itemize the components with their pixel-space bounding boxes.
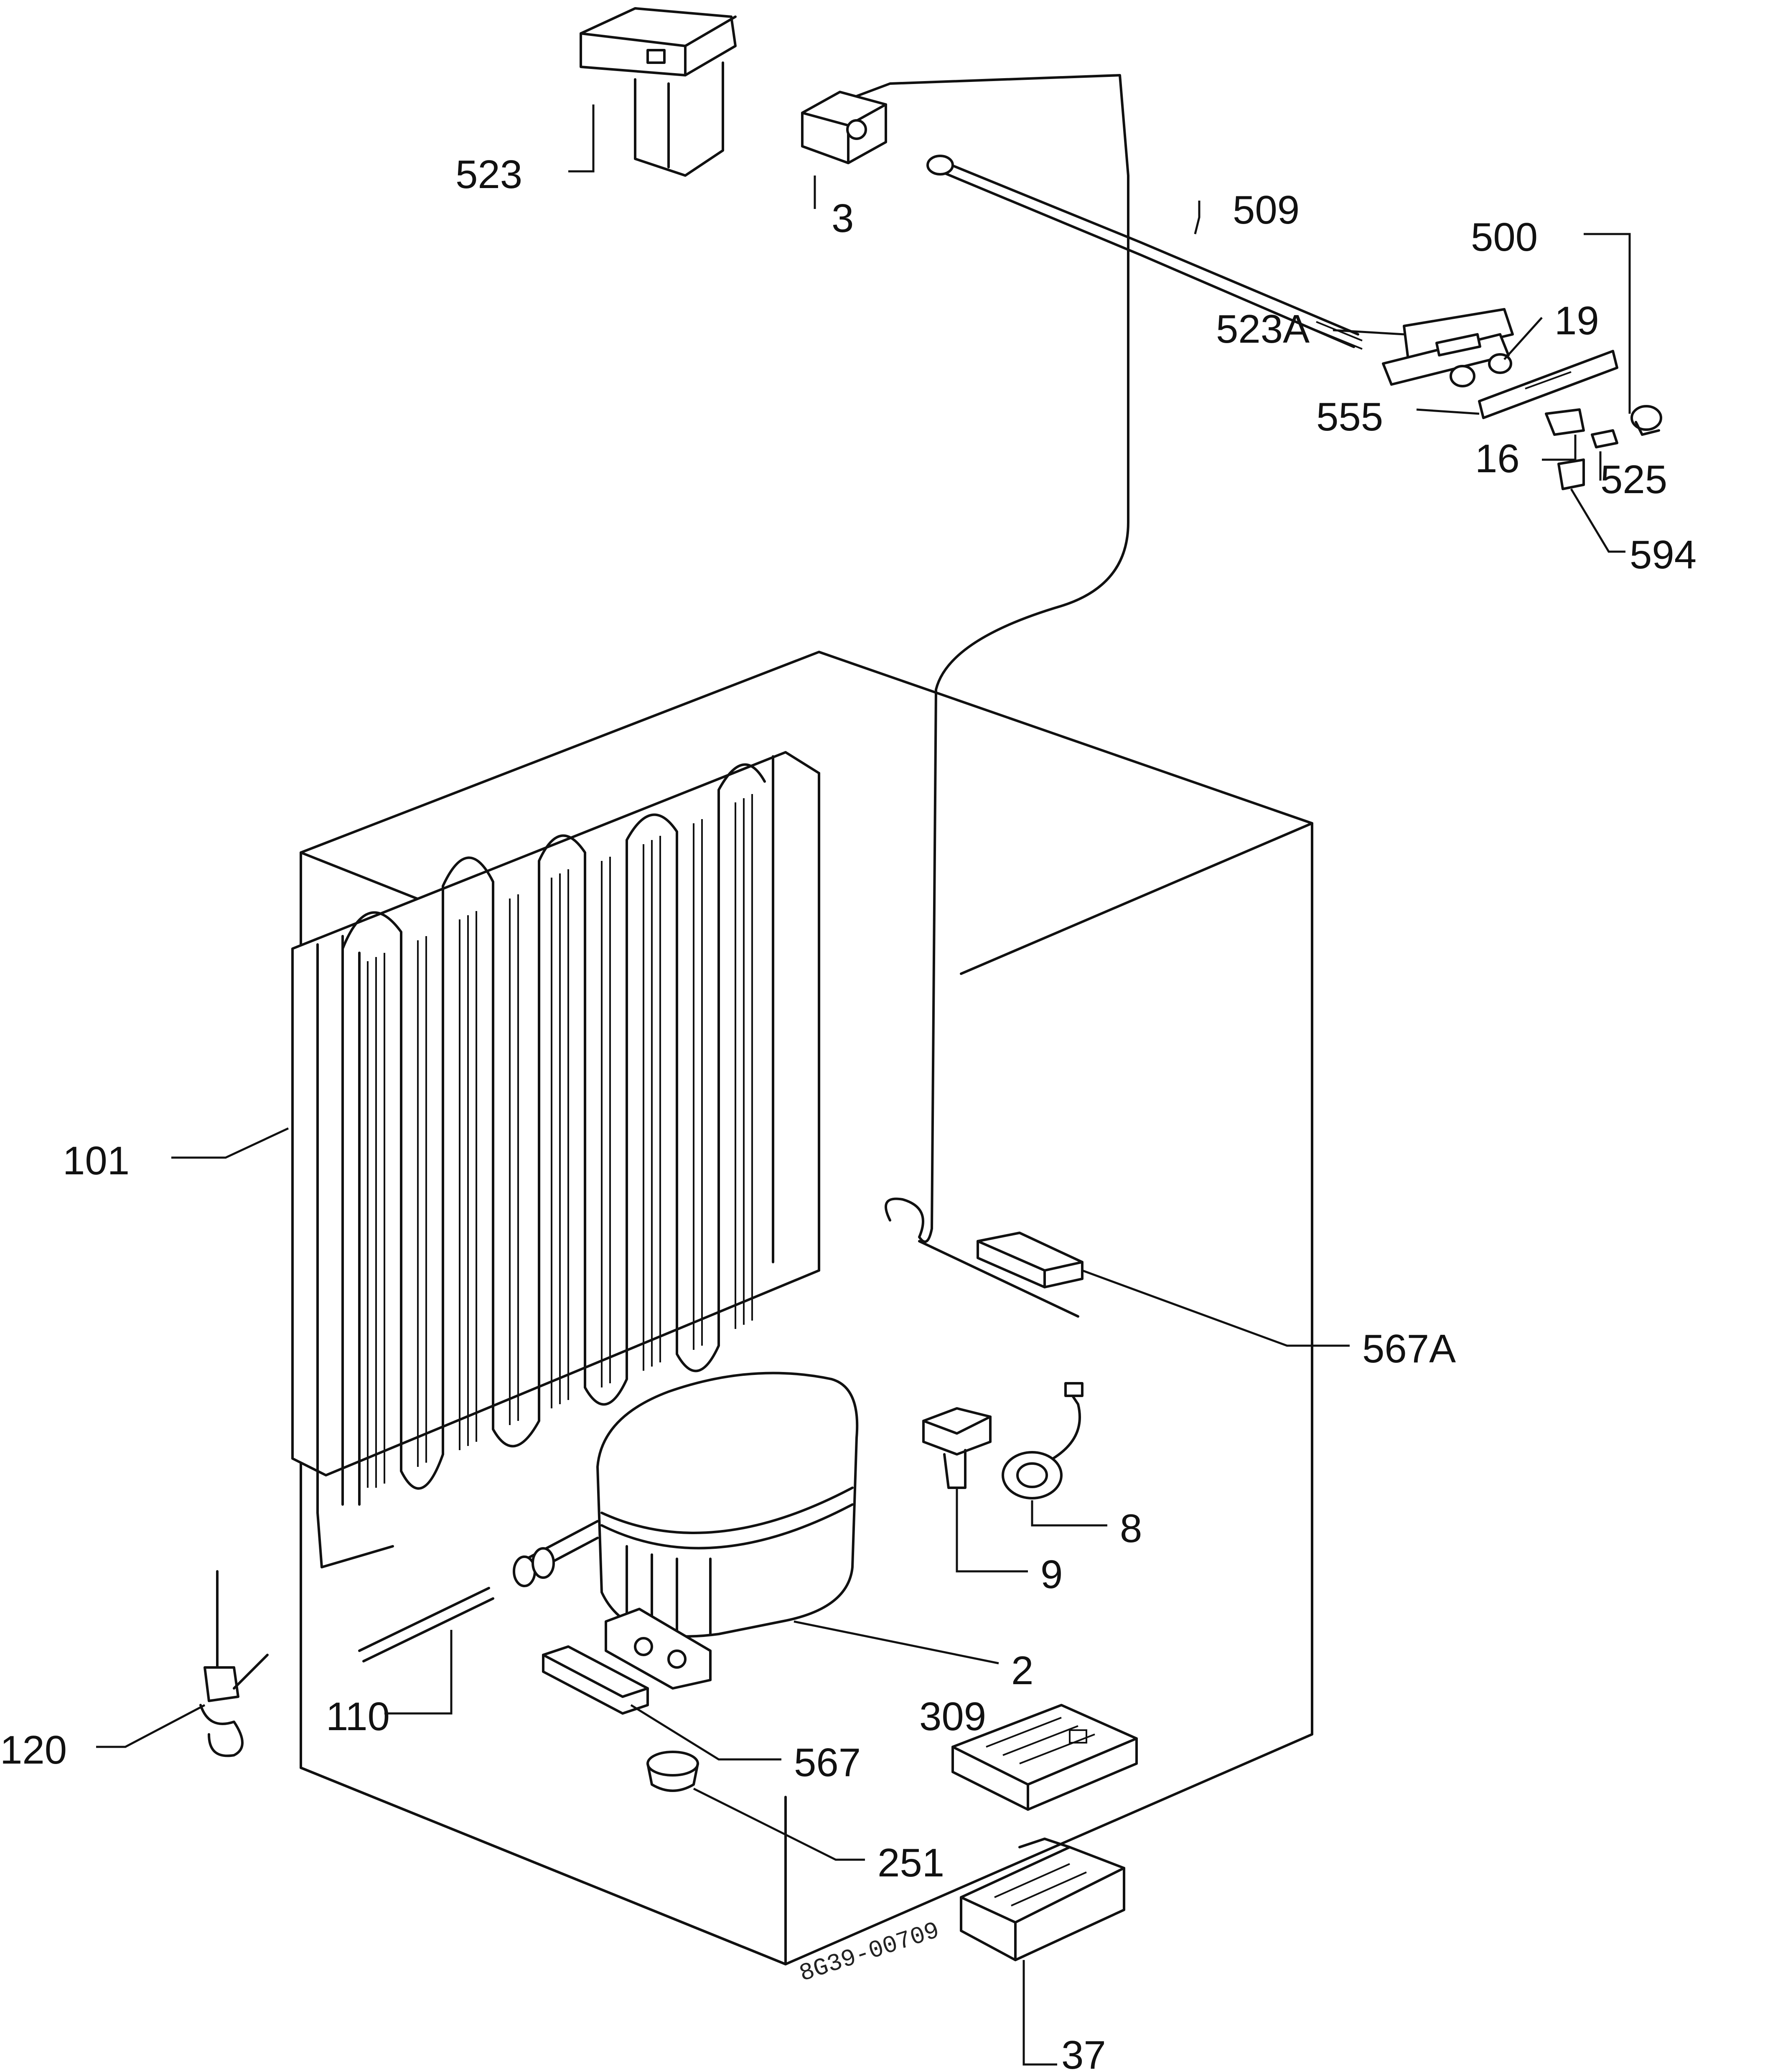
plate-567 — [542, 1645, 649, 1715]
cover-309 — [951, 1704, 1138, 1811]
label-525: 525 — [1600, 457, 1667, 502]
label-500: 500 — [1471, 215, 1538, 260]
overload-8 — [1002, 1382, 1083, 1499]
box-37 — [960, 1838, 1125, 1961]
tube-110 — [358, 1587, 494, 1662]
label-567: 567 — [794, 1740, 861, 1785]
leader-lines — [96, 104, 1631, 2066]
label-9: 9 — [1040, 1552, 1063, 1597]
relay-9 — [922, 1407, 992, 1489]
label-509: 509 — [1233, 188, 1300, 232]
label-19: 19 — [1554, 298, 1599, 343]
label-3: 3 — [832, 196, 854, 241]
label-523A: 523A — [1216, 307, 1310, 351]
label-567A: 567A — [1362, 1326, 1456, 1371]
compressor-2 — [513, 1372, 859, 1690]
thermostat-3 — [801, 74, 1129, 1243]
label-309: 309 — [919, 1694, 986, 1739]
condenser-101 — [291, 751, 820, 1568]
lamp-switch-cluster — [1382, 308, 1662, 490]
grommet-251 — [646, 1751, 699, 1792]
drier-120 — [199, 1570, 269, 1757]
label-101: 101 — [63, 1138, 130, 1183]
label-120: 120 — [0, 1728, 67, 1772]
label-251: 251 — [877, 1840, 944, 1885]
part-labels: 523 3 509 500 523A 19 555 16 525 594 101… — [0, 152, 1696, 2072]
label-37: 37 — [1061, 2033, 1106, 2072]
label-2: 2 — [1011, 1648, 1033, 1693]
label-594: 594 — [1630, 532, 1696, 577]
label-16: 16 — [1475, 436, 1520, 481]
label-555: 555 — [1316, 395, 1383, 439]
capillary-tube-509 — [926, 155, 1363, 350]
label-8: 8 — [1120, 1506, 1142, 1551]
label-523: 523 — [455, 152, 522, 197]
bracket-523 — [580, 7, 737, 177]
clip-567A — [885, 1197, 1083, 1318]
label-110: 110 — [326, 1694, 390, 1739]
